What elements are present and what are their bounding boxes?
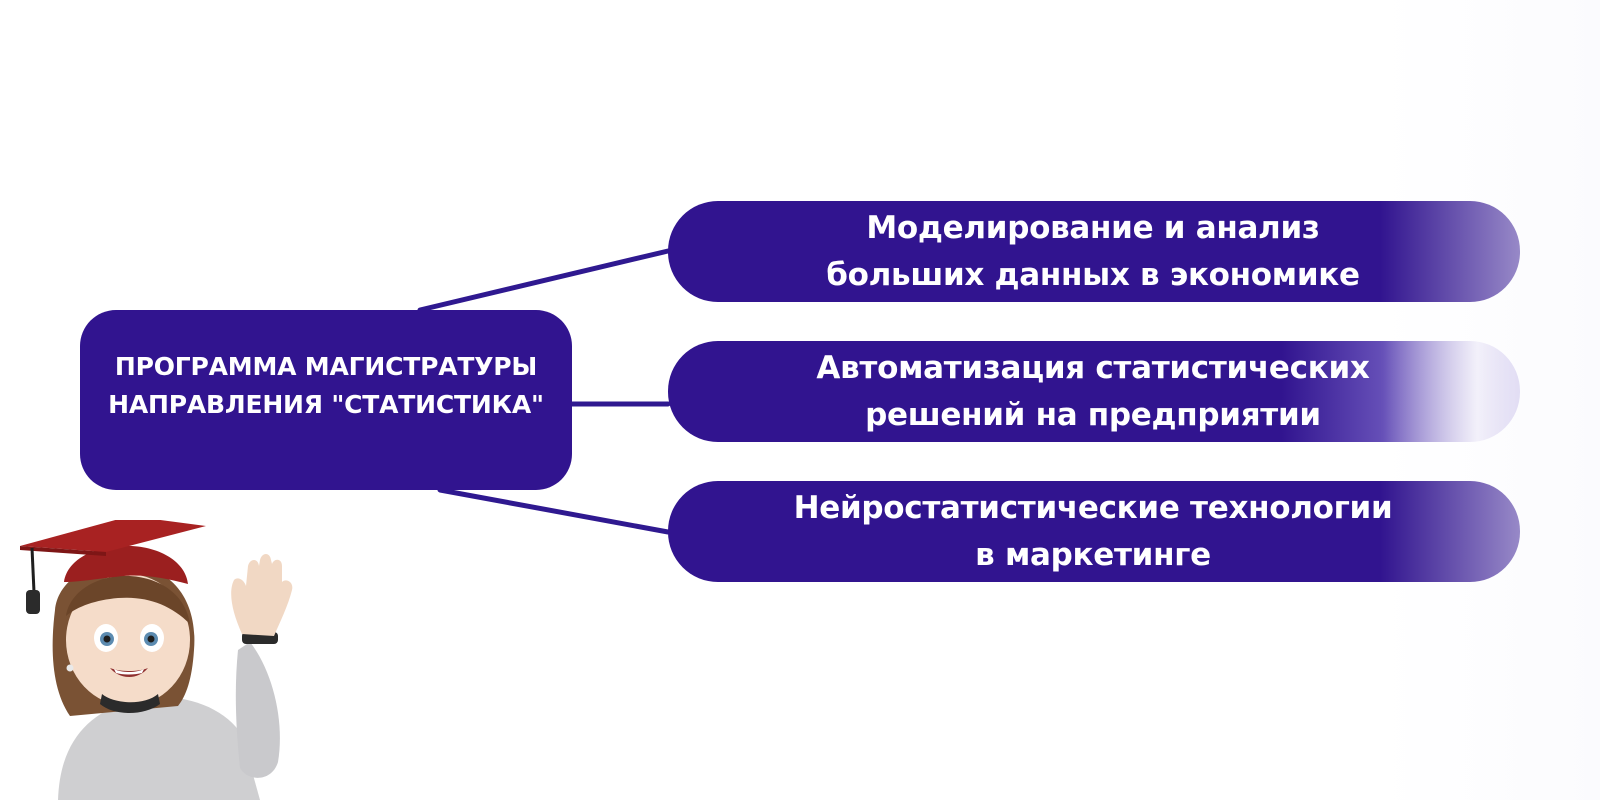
branch-node-3-label: Нейростатистические технологии в маркети…: [793, 489, 1393, 573]
connector-line-bottom: [437, 487, 671, 535]
avatar-cap-board-edge: [20, 546, 106, 556]
avatar-face: [66, 574, 190, 706]
root-node-label: ПРОГРАММА МАГИСТРАТУРЫ НАПРАВЛЕНИЯ "СТАТ…: [108, 352, 544, 419]
background-glow: [1380, 0, 1600, 800]
avatar-sweater: [58, 696, 260, 800]
branch-node-1: Моделирование и анализ больших данных в …: [668, 201, 1520, 302]
avatar-tassel: [30, 547, 36, 593]
connector-line-top: [417, 248, 671, 313]
avatar-earring: [66, 664, 74, 672]
avatar-cap-board: [20, 520, 206, 552]
graduate-avatar-icon: [20, 520, 293, 800]
avatar-hair-fringe: [66, 575, 190, 624]
avatar-teeth: [114, 669, 144, 675]
avatar-pupil-left: [103, 635, 111, 643]
branch-node-2: Автоматизация статистических решений на …: [668, 341, 1520, 442]
branch-node-3: Нейростатистические технологии в маркети…: [668, 481, 1520, 582]
branch-node-1-label: Моделирование и анализ больших данных в …: [826, 209, 1360, 293]
branch-node-2-label: Автоматизация статистических решений на …: [816, 349, 1370, 433]
root-node: ПРОГРАММА МАГИСТРАТУРЫ НАПРАВЛЕНИЯ "СТАТ…: [80, 310, 572, 490]
avatar-arm: [235, 642, 280, 778]
avatar-collar: [100, 694, 160, 713]
avatar-pupil-right: [147, 635, 155, 643]
avatar-hand: [231, 554, 293, 636]
avatar-cap-base: [64, 545, 188, 584]
avatar-tassel-end: [26, 590, 40, 614]
